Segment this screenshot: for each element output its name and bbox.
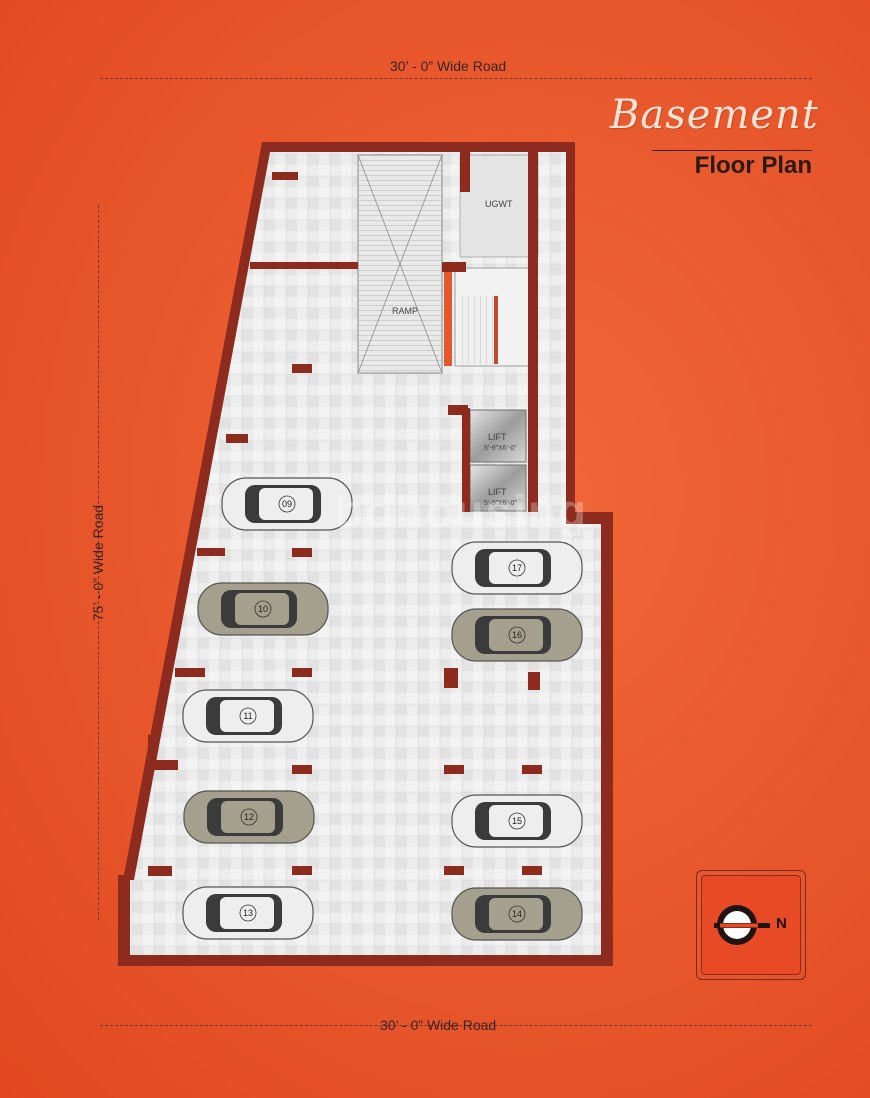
slot-number: 17 (512, 563, 522, 573)
car-roof (220, 897, 274, 929)
compass-icon (714, 905, 770, 945)
slot-number-ring (508, 812, 526, 830)
parking-slot-10: 10 (197, 582, 329, 636)
slot-number-ring (508, 559, 526, 577)
slot-number-ring (254, 600, 272, 618)
lift-1-label: LIFT (488, 432, 507, 442)
car-roof (489, 805, 543, 837)
slot-number-ring (508, 905, 526, 923)
bottom-road-label: 30’ - 0” Wide Road (380, 1017, 497, 1033)
parking-slot-12: 12 (183, 790, 315, 844)
slot-number: 15 (512, 816, 522, 826)
slot-number: 09 (282, 499, 292, 509)
watermark: bdhousing (335, 485, 589, 537)
car-roof (235, 593, 289, 625)
title-divider (652, 150, 812, 151)
ramp-diagonal (357, 154, 443, 374)
slot-number: 14 (512, 909, 522, 919)
parking-slot-13: 13 (182, 886, 314, 940)
lift-2-size: 5’-9”X6’-0” (484, 500, 517, 507)
parking-slot-17: 17 (451, 541, 583, 595)
parking-slot-11: 11 (182, 689, 314, 743)
left-road-line (98, 205, 99, 920)
slot-number-ring (239, 904, 257, 922)
car-roof (489, 552, 543, 584)
title-subtitle: Floor Plan (694, 152, 812, 179)
ugwt-label: UGWT (485, 199, 513, 209)
ugwt-room (459, 154, 539, 258)
stair-landing (444, 272, 452, 366)
stair-rail (494, 296, 498, 364)
slot-number: 11 (243, 711, 252, 721)
compass-north-label: N (776, 915, 787, 932)
slot-number-ring (240, 808, 258, 826)
parking-slot-16: 16 (451, 608, 583, 662)
slot-number: 16 (512, 630, 522, 640)
top-road-line (100, 78, 812, 79)
car-roof (259, 488, 313, 520)
car-roof (489, 898, 543, 930)
slot-number-ring (508, 626, 526, 644)
interior-walls (148, 152, 542, 876)
car-roof (489, 619, 543, 651)
lift-2-label: LIFT (488, 487, 507, 497)
parking-slot-14: 14 (451, 887, 583, 941)
title-script: Basement (610, 92, 819, 138)
top-road-label: 30’ - 0” Wide Road (390, 58, 507, 74)
car-roof (221, 801, 275, 833)
ramp-label: RAMP (392, 306, 418, 316)
car-roof (220, 700, 274, 732)
slot-number-ring (239, 707, 257, 725)
slot-number: 13 (243, 908, 253, 918)
stair-flight (460, 296, 494, 364)
bottom-road-line (100, 1025, 812, 1026)
parking-cars: 09 10 11 12 13 14 15 16 17 (182, 477, 583, 941)
parking-slot-09: 09 (221, 477, 353, 531)
slot-number: 12 (244, 812, 254, 822)
slot-number-ring (278, 495, 296, 513)
lift-1-size: 5’-9”X6’-0” (484, 445, 517, 452)
parking-slot-15: 15 (451, 794, 583, 848)
slot-number: 10 (258, 604, 268, 614)
